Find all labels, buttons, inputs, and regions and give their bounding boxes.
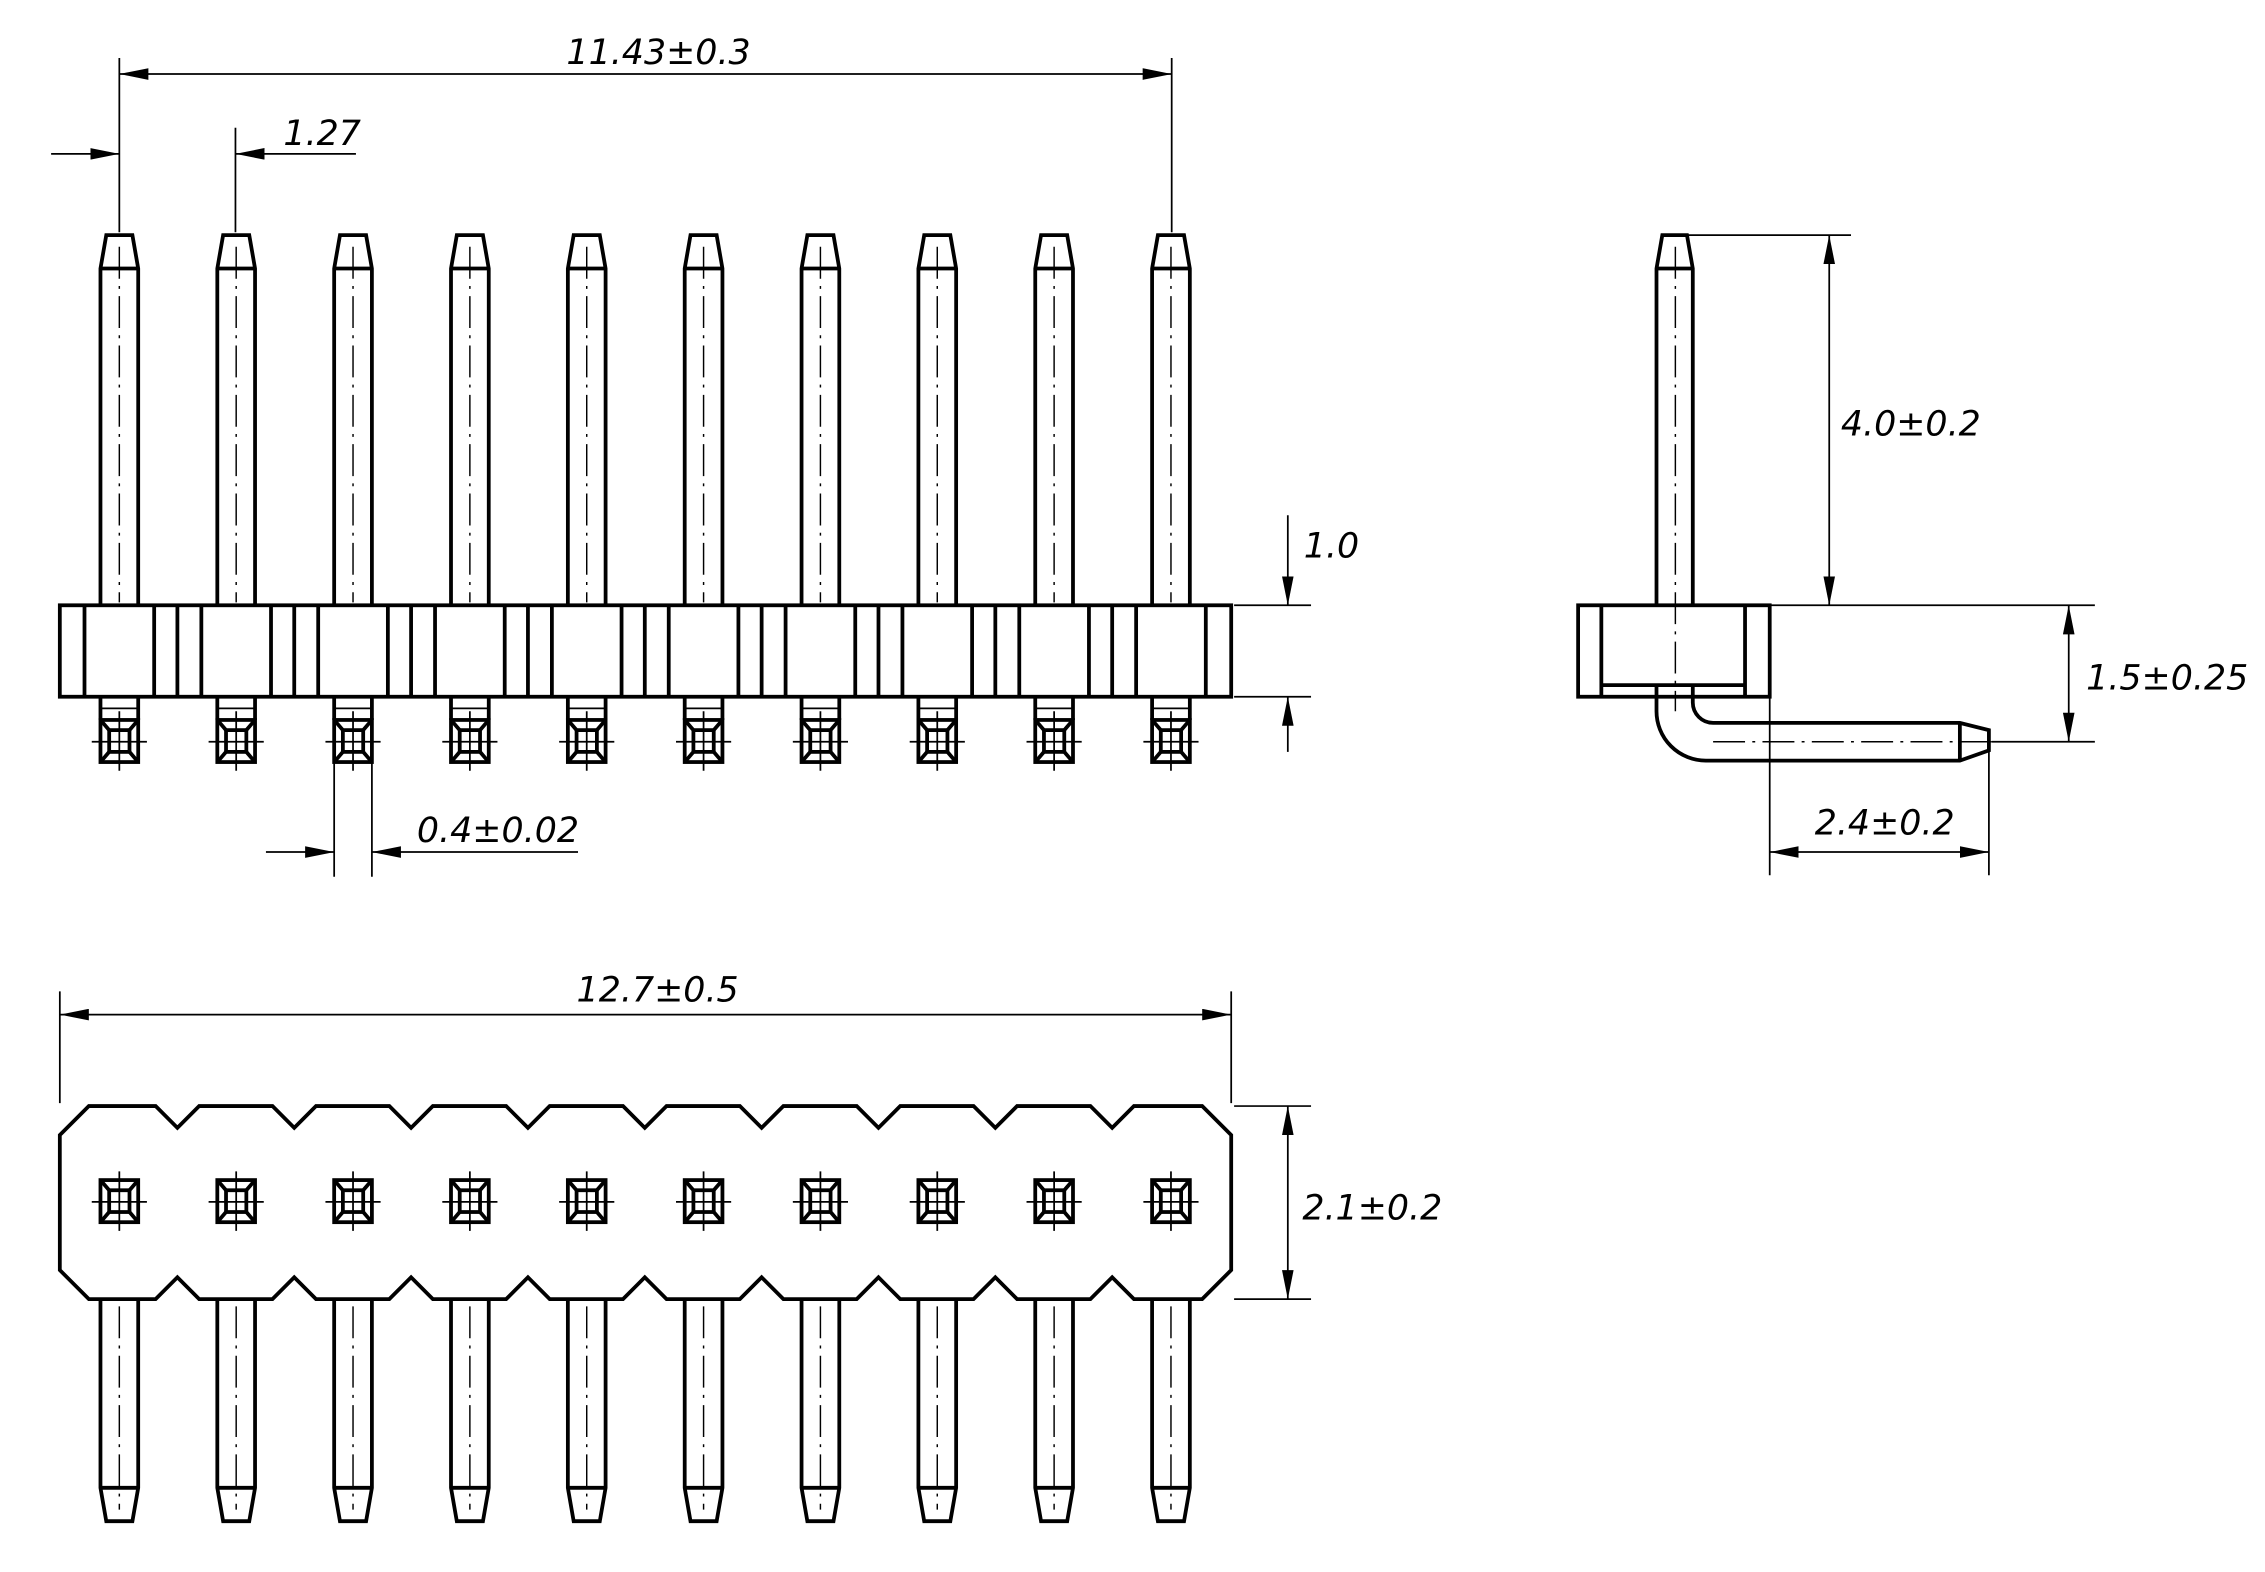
pin-square-bevel — [1033, 718, 1075, 764]
crosshair — [909, 1171, 965, 1231]
dimensions: 11.43±0.3 1.27 0.4±0.02 1.0 4.0±0.2 1.5±… — [51, 33, 2248, 1300]
housing-divider — [783, 605, 858, 697]
crosshair — [792, 711, 849, 771]
crosshair — [1026, 1171, 1082, 1231]
pin — [682, 1299, 725, 1524]
bottom-view — [57, 1104, 1234, 1524]
pin-square-bevel — [683, 718, 724, 764]
pin-square-bevel — [916, 1178, 958, 1224]
pin-square-bevel — [449, 1178, 491, 1224]
pin — [332, 1299, 374, 1524]
housing-divider — [433, 605, 507, 697]
crosshair — [325, 1171, 381, 1231]
dim-pin-thickness: 0.4±0.02 — [417, 811, 579, 851]
dim-body-length: 12.7±0.5 — [577, 971, 739, 1011]
pin-square-bevel — [800, 718, 841, 764]
housing-divider — [900, 605, 974, 697]
pin-square-bevel — [1150, 1178, 1192, 1224]
dim-body-height: 1.5±0.25 — [2086, 658, 2248, 698]
ext-tail — [1768, 696, 1990, 876]
dim-body-width: 2.1±0.2 — [1302, 1188, 1442, 1228]
pin-square-bevel — [215, 718, 257, 764]
housing-outline — [57, 1104, 1234, 1302]
pin-square-bevel — [566, 1178, 608, 1224]
pin — [1150, 1299, 1192, 1524]
pin — [565, 1299, 608, 1524]
crosshair — [909, 711, 965, 771]
pin-square-bevel — [215, 1178, 257, 1224]
ext-overall — [118, 58, 1173, 233]
pin — [215, 1299, 257, 1524]
dim-overall-pitch: 11.43±0.3 — [566, 33, 750, 73]
dim-tail-length: 2.4±0.2 — [1815, 804, 1955, 844]
dim-pitch: 1.27 — [283, 114, 361, 154]
housing-divider — [666, 605, 741, 697]
crosshair — [1143, 711, 1199, 771]
dim-pin-height: 4.0±0.2 — [1841, 404, 1981, 444]
front-view — [57, 233, 1234, 771]
pin-square-bevel — [566, 718, 608, 764]
side-view — [1576, 233, 2004, 763]
crosshair — [792, 1171, 849, 1231]
housing-divider — [550, 605, 624, 697]
pin — [449, 1299, 491, 1524]
crosshair — [559, 1171, 615, 1231]
crosshair — [442, 1171, 498, 1231]
crosshair — [1026, 711, 1082, 771]
pin — [1033, 1299, 1075, 1524]
housing-divider — [1134, 605, 1208, 697]
crosshair — [208, 711, 264, 771]
housing-divider — [199, 605, 273, 697]
pin-square-bevel — [916, 718, 958, 764]
pin — [916, 1299, 959, 1524]
crosshair — [91, 1171, 147, 1231]
pin-square-bevel — [449, 718, 491, 764]
pin-square-bevel — [332, 718, 374, 764]
housing-divider — [316, 605, 390, 697]
crosshair — [442, 711, 498, 771]
housing-divider — [1017, 605, 1091, 697]
pin-square-bevel — [99, 718, 140, 764]
housing-divider — [82, 605, 157, 697]
crosshair — [675, 711, 732, 771]
side-housing — [1576, 603, 1772, 699]
side-housing-lines — [1599, 605, 1747, 697]
pin-square-bevel — [332, 1178, 374, 1224]
pin-square-bevel — [1150, 718, 1192, 764]
crosshair — [208, 1171, 264, 1231]
pin-square-bevel — [99, 1178, 140, 1224]
crosshair — [91, 711, 147, 771]
pin-square-bevel — [1033, 1178, 1075, 1224]
pin — [799, 1299, 842, 1524]
crosshair — [675, 1171, 732, 1231]
ext-standoff — [1234, 604, 1312, 698]
pin-square-bevel — [800, 1178, 841, 1224]
crosshair — [559, 711, 615, 771]
dim-standoff: 1.0 — [1304, 526, 1359, 566]
ext-width — [1234, 1105, 1312, 1300]
pin-square-bevel — [683, 1178, 724, 1224]
crosshair — [1143, 1171, 1199, 1231]
pin — [98, 1299, 141, 1524]
